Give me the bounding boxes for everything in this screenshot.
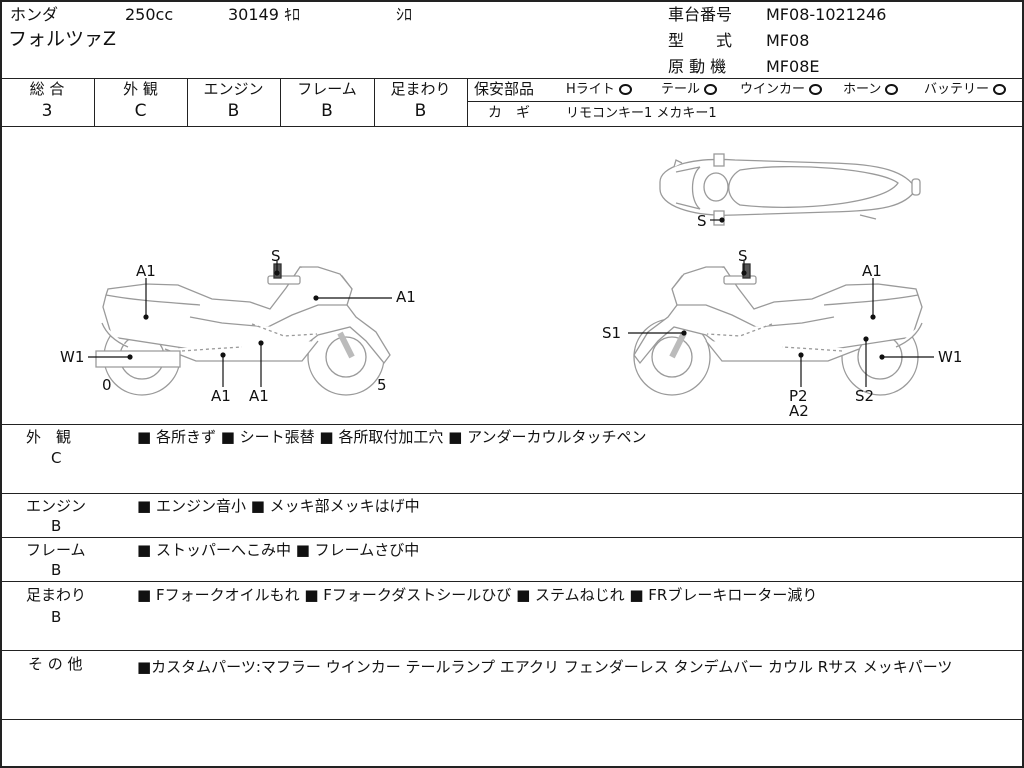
grade-value-engine: B bbox=[227, 101, 240, 121]
engine-label: 原 動 機 bbox=[668, 57, 727, 76]
mark-right-s: S bbox=[738, 247, 748, 265]
grade-value-total: 3 bbox=[41, 101, 53, 121]
divider bbox=[0, 424, 1024, 425]
mark-left-a1-front: A1 bbox=[396, 288, 416, 306]
displacement: 250cc bbox=[125, 5, 174, 24]
note-text-frame: ■ ストッパーへこみ中 ■ フレームさび中 bbox=[137, 541, 420, 559]
grade-value-exterior: C bbox=[134, 101, 147, 121]
divider bbox=[374, 78, 375, 126]
mileage: 30149 ｷﾛ bbox=[228, 5, 300, 24]
ok-circle-icon bbox=[704, 84, 718, 95]
safety-item-winker: ウインカー bbox=[740, 83, 823, 96]
divider bbox=[187, 78, 188, 126]
grade-label-suspension: 足まわり bbox=[390, 80, 451, 98]
note-text-exterior: ■ 各所きず ■ シート張替 ■ 各所取付加工穴 ■ アンダーカウルタッチペン bbox=[137, 428, 647, 446]
scooter-right-view bbox=[633, 263, 923, 396]
mark-left-5: 5 bbox=[377, 376, 387, 394]
mark-right-p2: P2 bbox=[789, 387, 808, 405]
scooter-diagram bbox=[88, 153, 934, 396]
divider bbox=[0, 650, 1024, 651]
key-label: カ ギ bbox=[488, 105, 530, 121]
mark-left-s: S bbox=[271, 247, 281, 265]
divider bbox=[0, 493, 1024, 494]
note-label-other: そ の 他 bbox=[28, 655, 83, 673]
frame-no-label: 車台番号 bbox=[668, 5, 733, 24]
grade-label-engine: エンジン bbox=[203, 80, 264, 98]
mark-right-s1: S1 bbox=[602, 324, 622, 342]
scooter-top-view bbox=[659, 153, 921, 226]
mark-top-s: S bbox=[697, 212, 707, 230]
ok-circle-icon bbox=[809, 84, 823, 95]
divider bbox=[0, 581, 1024, 582]
safety-item-horn: ホーン bbox=[843, 83, 899, 96]
note-grade-exterior: C bbox=[51, 449, 62, 467]
maker: ホンダ bbox=[10, 5, 59, 24]
grade-label-frame: フレーム bbox=[297, 80, 357, 98]
note-grade-suspension: B bbox=[51, 608, 62, 626]
grade-label-total: 総 合 bbox=[29, 80, 65, 98]
divider bbox=[94, 78, 95, 126]
ok-circle-icon bbox=[993, 84, 1007, 95]
divider bbox=[280, 78, 281, 126]
safety-item-tail: テール bbox=[661, 83, 718, 96]
divider bbox=[467, 101, 1024, 102]
grade-value-frame: B bbox=[321, 101, 333, 121]
color: ｼﾛ bbox=[396, 5, 413, 24]
mark-right-a1: A1 bbox=[862, 262, 882, 280]
note-label-suspension: 足まわり bbox=[26, 586, 87, 604]
mark-left-0: 0 bbox=[102, 376, 112, 394]
type-label: 型 式 bbox=[668, 31, 733, 50]
divider bbox=[0, 78, 1024, 79]
safety-label: 保安部品 bbox=[474, 80, 535, 98]
divider bbox=[0, 537, 1024, 538]
mark-right-s2: S2 bbox=[855, 387, 875, 405]
note-label-frame: フレーム bbox=[26, 541, 86, 559]
divider bbox=[0, 126, 1024, 127]
divider bbox=[0, 719, 1024, 720]
mark-left-a1-panel: A1 bbox=[249, 387, 269, 405]
note-text-suspension: ■ Fフォークオイルもれ ■ Fフォークダストシールひび ■ ステムねじれ ■ … bbox=[137, 586, 818, 604]
note-label-engine: エンジン bbox=[26, 497, 87, 515]
type: MF08 bbox=[766, 31, 810, 50]
safety-item-headlight: Hライト bbox=[566, 83, 632, 96]
note-text-other: ■カスタムパーツ:マフラー ウインカー テールランプ エアクリ フェンダーレス … bbox=[137, 658, 953, 676]
note-grade-engine: B bbox=[51, 517, 62, 535]
safety-item-battery: バッテリー bbox=[924, 83, 1007, 96]
frame-no: MF08-1021246 bbox=[766, 5, 887, 24]
mark-left-a1-rear: A1 bbox=[136, 262, 156, 280]
mark-left-w1: W1 bbox=[60, 348, 85, 366]
grade-label-exterior: 外 観 bbox=[123, 80, 158, 98]
note-grade-frame: B bbox=[51, 561, 62, 579]
key-value: リモコンキー1 メカキー1 bbox=[566, 106, 717, 121]
note-text-engine: ■ エンジン音小 ■ メッキ部メッキはげ中 bbox=[137, 497, 420, 515]
mark-right-w1: W1 bbox=[938, 348, 963, 366]
muffler bbox=[95, 350, 181, 368]
divider bbox=[467, 78, 468, 126]
note-label-exterior: 外 観 bbox=[26, 428, 72, 446]
ok-circle-icon bbox=[885, 84, 899, 95]
engine: MF08E bbox=[766, 57, 820, 76]
model-name: フォルツァZ bbox=[8, 28, 117, 50]
mark-left-a1-floor: A1 bbox=[211, 387, 231, 405]
ok-circle-icon bbox=[618, 84, 632, 95]
scooter-left-view bbox=[95, 263, 391, 396]
mark-right-a2: A2 bbox=[789, 402, 809, 420]
grade-value-suspension: B bbox=[414, 101, 427, 121]
